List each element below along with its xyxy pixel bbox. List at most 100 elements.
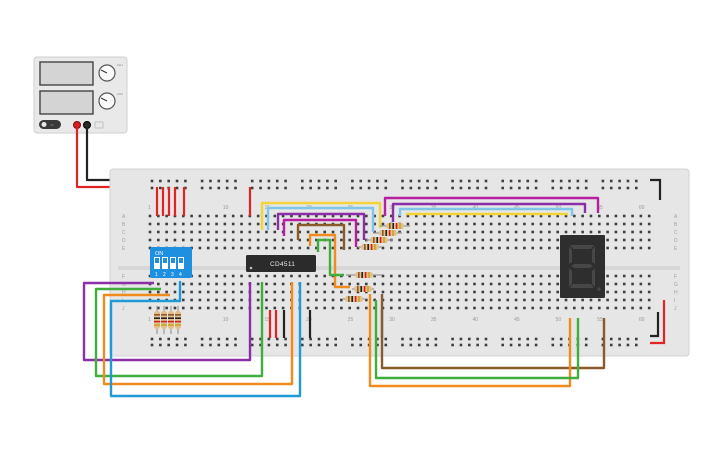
breadboard-hole[interactable] — [256, 298, 260, 302]
breadboard-hole[interactable] — [614, 290, 618, 294]
wire-purple-dip[interactable] — [82, 281, 252, 362]
breadboard-hole[interactable] — [306, 290, 310, 294]
breadboard-hole[interactable] — [175, 337, 179, 341]
breadboard-hole[interactable] — [340, 306, 343, 310]
breadboard-hole[interactable] — [326, 337, 329, 341]
breadboard-hole[interactable] — [240, 246, 243, 250]
breadboard-hole[interactable] — [568, 186, 571, 190]
breadboard-hole[interactable] — [531, 306, 535, 310]
dip-switch-toggles[interactable] — [154, 257, 184, 269]
breadboard-hole[interactable] — [267, 186, 271, 190]
wire-brown-display[interactable] — [380, 294, 606, 370]
breadboard-hole[interactable] — [323, 274, 327, 278]
breadboard-hole[interactable] — [331, 230, 335, 234]
breadboard-hole[interactable] — [506, 246, 510, 250]
breadboard-hole[interactable] — [331, 290, 335, 294]
breadboard-hole[interactable] — [150, 343, 154, 347]
breadboard-hole[interactable] — [265, 306, 268, 310]
breadboard-hole[interactable] — [356, 230, 360, 234]
breadboard-hole[interactable] — [181, 238, 185, 242]
breadboard-hole[interactable] — [514, 214, 518, 218]
breadboard-hole[interactable] — [323, 230, 327, 234]
breadboard-hole[interactable] — [181, 282, 185, 286]
breadboard-hole[interactable] — [159, 186, 162, 190]
breadboard-hole[interactable] — [609, 343, 613, 347]
breadboard-holes[interactable] — [148, 179, 651, 347]
breadboard-hole[interactable] — [323, 282, 327, 286]
breadboard-hole[interactable] — [275, 337, 279, 341]
breadboard-hole[interactable] — [200, 343, 204, 347]
resistor[interactable] — [352, 286, 374, 292]
wire-yellow-a[interactable] — [260, 201, 382, 230]
breadboard-hole[interactable] — [647, 222, 651, 226]
breadboard-hole[interactable] — [573, 230, 576, 234]
breadboard-hole[interactable] — [315, 298, 318, 302]
breadboard-hole[interactable] — [531, 274, 535, 278]
breadboard-hole[interactable] — [448, 290, 451, 294]
breadboard-hole[interactable] — [539, 274, 543, 278]
breadboard-hole[interactable] — [298, 230, 302, 234]
breadboard-hole[interactable] — [464, 230, 468, 234]
breadboard-hole[interactable] — [426, 186, 429, 190]
breadboard-hole[interactable] — [401, 337, 404, 341]
resistor[interactable] — [366, 237, 392, 243]
breadboard-hole[interactable] — [231, 298, 235, 302]
breadboard-hole[interactable] — [484, 343, 488, 347]
breadboard-hole[interactable] — [157, 290, 160, 294]
breadboard-hole[interactable] — [406, 246, 410, 250]
breadboard-hole[interactable] — [398, 246, 401, 250]
breadboard-hole[interactable] — [576, 186, 580, 190]
breadboard-hole[interactable] — [448, 230, 451, 234]
breadboard-hole[interactable] — [531, 214, 535, 218]
breadboard-hole[interactable] — [381, 274, 385, 278]
breadboard-hole[interactable] — [181, 306, 185, 310]
breadboard-hole[interactable] — [556, 238, 559, 242]
breadboard-hole[interactable] — [622, 230, 626, 234]
breadboard-hole[interactable] — [601, 179, 605, 183]
breadboard-hole[interactable] — [622, 222, 626, 226]
resistor[interactable] — [168, 306, 174, 334]
breadboard-hole[interactable] — [614, 222, 618, 226]
breadboard-hole[interactable] — [534, 186, 538, 190]
breadboard-hole[interactable] — [631, 246, 634, 250]
breadboard-hole[interactable] — [165, 282, 168, 286]
breadboard-hole[interactable] — [190, 282, 193, 286]
breadboard-hole[interactable] — [506, 282, 510, 286]
breadboard-hole[interactable] — [240, 214, 243, 218]
breadboard-hole[interactable] — [281, 274, 285, 278]
breadboard-hole[interactable] — [423, 298, 426, 302]
breadboard-hole[interactable] — [306, 298, 310, 302]
breadboard-hole[interactable] — [548, 306, 551, 310]
breadboard-hole[interactable] — [614, 238, 618, 242]
breadboard-hole[interactable] — [523, 222, 526, 226]
breadboard-hole[interactable] — [231, 274, 235, 278]
breadboard-hole[interactable] — [148, 222, 152, 226]
breadboard-hole[interactable] — [539, 222, 543, 226]
breadboard-hole[interactable] — [376, 186, 379, 190]
breadboard-hole[interactable] — [439, 282, 443, 286]
breadboard-hole[interactable] — [551, 343, 555, 347]
breadboard-hole[interactable] — [190, 222, 193, 226]
breadboard-hole[interactable] — [606, 274, 609, 278]
breadboard-hole[interactable] — [581, 298, 584, 302]
breadboard-hole[interactable] — [240, 238, 243, 242]
breadboard-hole[interactable] — [484, 186, 488, 190]
breadboard-hole[interactable] — [331, 282, 335, 286]
breadboard-hole[interactable] — [406, 298, 410, 302]
breadboard-hole[interactable] — [489, 230, 493, 234]
breadboard-hole[interactable] — [315, 282, 318, 286]
breadboard-hole[interactable] — [406, 306, 410, 310]
breadboard-hole[interactable] — [459, 186, 463, 190]
breadboard-hole[interactable] — [173, 230, 177, 234]
breadboard-hole[interactable] — [315, 214, 318, 218]
breadboard-hole[interactable] — [248, 222, 252, 226]
breadboard-hole[interactable] — [434, 343, 438, 347]
breadboard-hole[interactable] — [389, 306, 393, 310]
breadboard-hole[interactable] — [556, 290, 559, 294]
breadboard-hole[interactable] — [198, 214, 202, 218]
breadboard-hole[interactable] — [265, 222, 268, 226]
breadboard-hole[interactable] — [356, 282, 360, 286]
breadboard-hole[interactable] — [417, 186, 421, 190]
breadboard-hole[interactable] — [248, 274, 252, 278]
breadboard-hole[interactable] — [489, 290, 493, 294]
